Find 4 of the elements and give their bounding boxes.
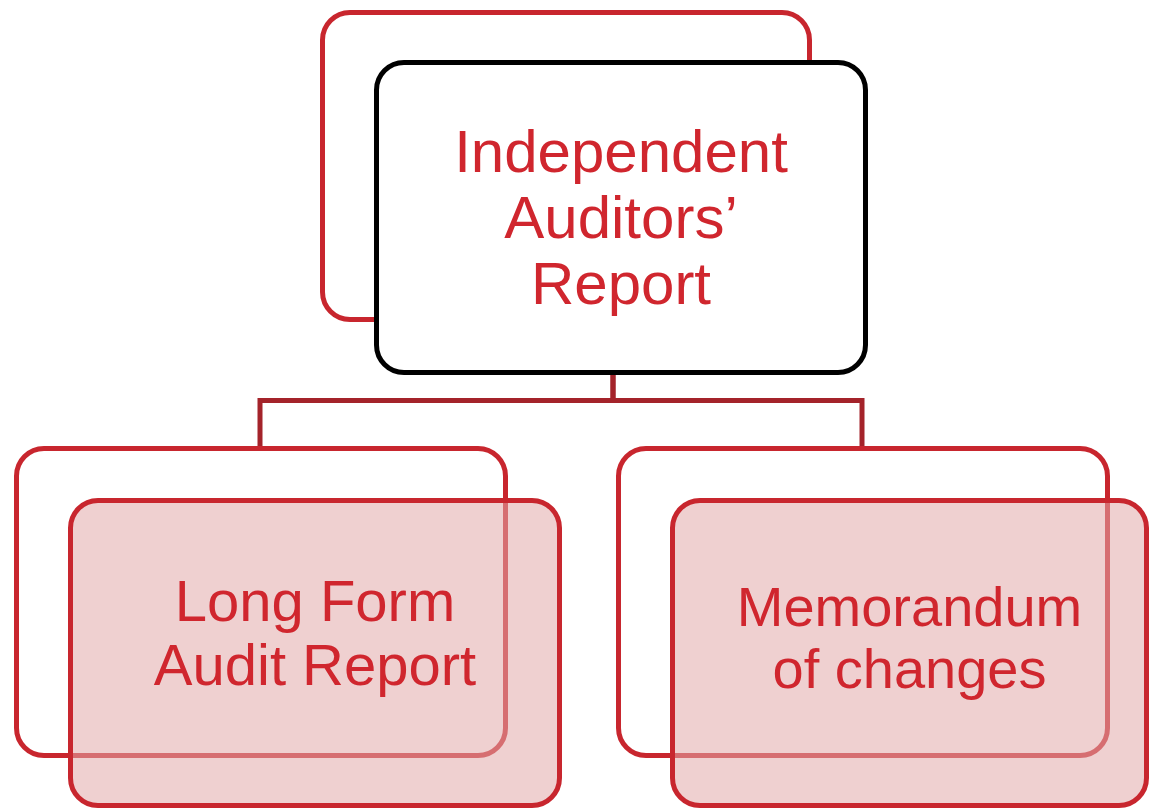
card-title: Memorandum of changes	[735, 576, 1084, 700]
card-title: Long Form Audit Report	[152, 569, 478, 697]
card-title: Independent Auditors’ Report	[453, 118, 789, 317]
connector-line	[610, 375, 865, 446]
